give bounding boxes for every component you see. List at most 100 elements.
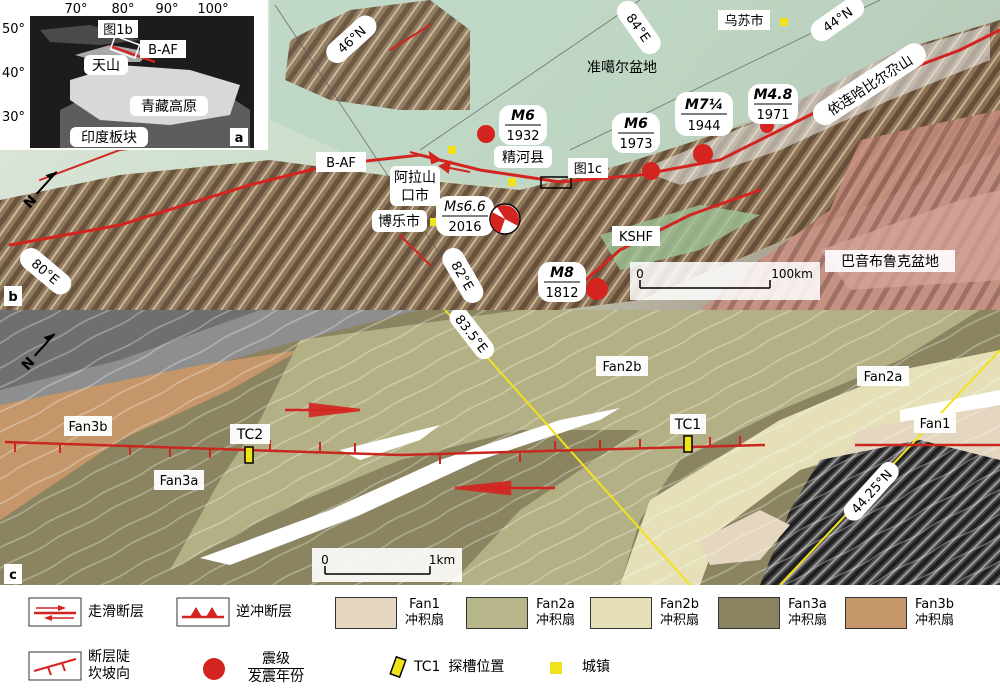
- focal-mechanism-beachball: [489, 203, 521, 235]
- svg-text:B-AF: B-AF: [326, 156, 356, 171]
- scale-bar-b: 0 100km: [630, 262, 820, 300]
- trench-icon: [389, 655, 407, 679]
- place-bole: 博乐市: [372, 210, 438, 232]
- fault-label-kshf: KSHF: [612, 226, 660, 246]
- fan2b-swatch: [590, 597, 652, 629]
- legend-town-label: 城镇: [582, 659, 610, 675]
- svg-text:50°: 50°: [2, 22, 25, 37]
- svg-text:0: 0: [321, 553, 329, 567]
- fault-scarp-icon: [28, 651, 82, 681]
- svg-text:口市: 口市: [401, 187, 429, 204]
- svg-text:b: b: [8, 290, 17, 305]
- svg-text:Ms6.6: Ms6.6: [444, 199, 486, 215]
- inset-lon-labels: 70° 80° 90° 100°: [64, 2, 228, 17]
- legend-strike-slip-label: 走滑断层: [88, 603, 144, 620]
- svg-text:博乐市: 博乐市: [378, 213, 420, 230]
- fan3b-sub: 冲积扇: [915, 613, 955, 628]
- fan1-name: Fan1: [409, 597, 440, 612]
- trench-tc2: TC2: [230, 424, 270, 464]
- svg-text:巴音布鲁克盆地: 巴音布鲁克盆地: [841, 253, 939, 270]
- inset-label-fig1b: 图1b: [98, 20, 138, 38]
- svg-text:印度板块: 印度板块: [81, 130, 137, 146]
- borohoro-range: [0, 20, 1000, 310]
- legend-thrust-label: 逆冲断层: [236, 603, 292, 620]
- place-jinghe: 精河县: [494, 146, 552, 186]
- svg-text:TC1: TC1: [674, 417, 701, 433]
- svg-text:70°: 70°: [64, 2, 87, 17]
- svg-text:M6: M6: [624, 116, 648, 132]
- graticule: [159, 0, 881, 306]
- fan3a-swatch: [718, 597, 780, 629]
- legend-earthquake: 震级 发震年份: [200, 651, 304, 686]
- svg-text:30°: 30°: [2, 110, 25, 125]
- svg-text:a: a: [235, 131, 244, 146]
- legend-eq-bottom: 发震年份: [248, 669, 304, 685]
- fan2b-sub: 冲积扇: [660, 613, 700, 628]
- svg-text:精河县: 精河县: [502, 150, 544, 166]
- svg-text:M7¼: M7¼: [685, 97, 723, 113]
- legend-thrust: 逆冲断层: [176, 597, 292, 627]
- eq-2016: Ms6.6 2016: [436, 196, 521, 236]
- fan2b-name: Fan2b: [660, 597, 700, 612]
- unit-label-fan2a: Fan2a: [857, 366, 909, 386]
- fault-trace-c: [4, 436, 1000, 464]
- unit-label-fan2b: Fan2b: [596, 356, 648, 376]
- place-junggar: 准噶尔盆地: [587, 60, 657, 76]
- svg-text:阿拉山: 阿拉山: [394, 170, 436, 186]
- eq-1973: M6 1973: [612, 113, 660, 180]
- svg-text:Fan2a: Fan2a: [864, 370, 903, 385]
- svg-text:青藏高原: 青藏高原: [141, 98, 197, 115]
- fan1-swatch: [335, 597, 397, 629]
- svg-text:TC2: TC2: [236, 427, 263, 443]
- svg-text:KSHF: KSHF: [619, 230, 653, 245]
- earthquake-dot-icon: [203, 657, 225, 680]
- thrust-fault-icon: [176, 597, 230, 627]
- legend-strike-slip: 走滑断层: [28, 597, 144, 627]
- fan3a-name: Fan3a: [788, 597, 827, 612]
- legend-scarp-label-2: 坎坡向: [88, 666, 130, 682]
- eq-1932: M6 1932: [477, 105, 547, 145]
- fan2a-swatch: [466, 597, 528, 629]
- svg-text:Fan3a: Fan3a: [160, 474, 199, 489]
- svg-text:图1b: 图1b: [103, 23, 133, 38]
- legend-trench-label: 探槽位置: [448, 658, 505, 675]
- trench-tc1: TC1: [670, 414, 706, 453]
- panel-b-map: 46°N 84°E 44°N 82°E 80°E 图1c 乌苏市 准噶: [0, 0, 1000, 310]
- svg-text:c: c: [9, 568, 17, 583]
- svg-text:1973: 1973: [619, 137, 652, 152]
- place-alashankou: 阿拉山 口市: [390, 146, 456, 206]
- inset-fig1b-box: [109, 35, 141, 59]
- svg-text:Fan1: Fan1: [920, 417, 951, 432]
- panel-tag-b: b: [4, 286, 22, 306]
- strike-slip-arrows-c: [285, 402, 555, 496]
- svg-text:1932: 1932: [506, 129, 539, 144]
- svg-text:100°: 100°: [197, 2, 228, 17]
- svg-text:1km: 1km: [429, 553, 455, 567]
- fan1-sub: 冲积扇: [405, 613, 445, 628]
- fan3b-name: Fan3b: [915, 597, 955, 612]
- svg-text:M8: M8: [550, 265, 574, 281]
- svg-text:B-AF: B-AF: [148, 43, 178, 58]
- inset-label-baf: B-AF: [140, 40, 186, 58]
- unit-label-fan3b: Fan3b: [64, 416, 112, 436]
- place-wusu: 乌苏市: [718, 10, 788, 30]
- legend-scarp-label-1: 断层陡: [88, 649, 130, 665]
- svg-text:0: 0: [636, 267, 644, 281]
- svg-text:M4.8: M4.8: [754, 87, 793, 103]
- fault-label-baf: B-AF: [316, 152, 366, 172]
- strike-slip-fault-icon: [28, 597, 82, 627]
- inset-label-tibet: 青藏高原: [130, 96, 208, 116]
- fan2a-name: Fan2a: [536, 597, 575, 612]
- panel-c-map: 83.5°E 44.25°N: [0, 310, 1000, 585]
- svg-text:90°: 90°: [155, 2, 178, 17]
- svg-text:40°: 40°: [2, 66, 25, 81]
- eq-1812: M8 1812: [538, 262, 608, 302]
- svg-text:1944: 1944: [687, 119, 720, 134]
- svg-text:1971: 1971: [756, 108, 789, 123]
- svg-text:Fan2b: Fan2b: [602, 360, 641, 375]
